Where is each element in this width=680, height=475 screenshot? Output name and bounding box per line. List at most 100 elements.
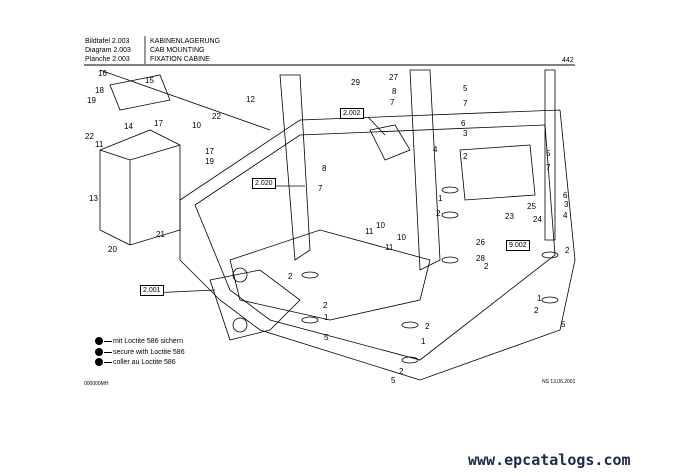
title-fr: FIXATION CABINE xyxy=(150,56,210,63)
legend-item: secure with Loctite 586 xyxy=(95,348,185,356)
page-number: 442 xyxy=(562,57,574,64)
callout: 5 xyxy=(463,84,468,93)
callout: 7 xyxy=(390,98,395,107)
callout: 1 xyxy=(537,294,542,303)
ref-box-2002[interactable]: 2.002 xyxy=(340,108,364,119)
callout: 7 xyxy=(546,163,551,172)
callout: 4 xyxy=(563,211,568,220)
ref-box-2001[interactable]: 2.001 xyxy=(140,285,164,296)
grille-panel xyxy=(459,144,536,201)
callout: 11 xyxy=(365,227,374,236)
callout: 25 xyxy=(527,202,536,211)
battery-box xyxy=(99,129,181,246)
callout: 24 xyxy=(533,215,542,224)
callout: 22 xyxy=(85,132,94,141)
callout: 10 xyxy=(376,221,385,230)
header-labels: Bildtafel 2.003 Diagram 2.003 Planche 2.… xyxy=(85,37,131,64)
footer-code: 000000MH xyxy=(84,381,109,387)
diagram-number: 2.003 xyxy=(112,56,130,63)
callout: 2 xyxy=(323,301,328,310)
callout: 5 xyxy=(391,376,396,385)
callout: 12 xyxy=(246,95,255,104)
label-bildtafel: Bildtafel xyxy=(85,38,110,45)
legend-text: secure with Loctite 586 xyxy=(113,348,185,356)
callout: 15 xyxy=(145,76,154,85)
callout: 6 xyxy=(461,119,466,128)
callout: 8 xyxy=(322,164,327,173)
callout: 3 xyxy=(463,129,468,138)
front-bracket xyxy=(209,269,301,341)
callout: 6 xyxy=(563,191,568,200)
callout: 3 xyxy=(564,200,569,209)
callout: 8 xyxy=(392,87,397,96)
loctite-icon xyxy=(95,348,103,356)
legend-item: coller au Loctite 586 xyxy=(95,358,176,366)
callout: 5 xyxy=(546,149,551,158)
ref-box-2020[interactable]: 2.020 xyxy=(252,178,276,189)
callout: 22 xyxy=(212,112,221,121)
callout: 20 xyxy=(108,245,117,254)
mount-hole xyxy=(232,267,248,283)
callout: 4 xyxy=(433,145,438,154)
callout: 1 xyxy=(438,194,443,203)
callout: 2 xyxy=(565,246,570,255)
callout: 5 xyxy=(561,320,566,329)
callout: 21 xyxy=(156,230,165,239)
callout: 17 xyxy=(154,119,163,128)
legend-text: mit Loctite 586 sichern xyxy=(113,337,184,345)
leader-2002 xyxy=(367,116,386,136)
callout: 7 xyxy=(463,99,468,108)
callout: 2 xyxy=(288,272,293,281)
callout: 10 xyxy=(397,233,406,242)
footer-date: NS 13.06.2001 xyxy=(542,379,576,385)
cab-pillars xyxy=(279,69,556,271)
legend-item: mit Loctite 586 sichern xyxy=(95,337,183,345)
callout: 13 xyxy=(89,194,98,203)
callout: 23 xyxy=(505,212,514,221)
mount-hole xyxy=(232,317,248,333)
loctite-icon xyxy=(95,358,103,366)
rubber-mounts xyxy=(301,186,559,364)
floor-plate xyxy=(229,229,431,321)
callout: 2 xyxy=(399,367,404,376)
label-planche: Planche xyxy=(85,56,111,63)
watermark[interactable]: www.epcatalogs.com xyxy=(468,451,631,469)
title-en: CAB MOUNTING xyxy=(150,47,205,54)
callout: 27 xyxy=(389,73,398,82)
header-titles: KABINENLAGERUNG CAB MOUNTING FIXATION CA… xyxy=(150,37,220,64)
callout: 11 xyxy=(95,140,104,149)
box-lid xyxy=(109,74,171,111)
callout: 2 xyxy=(436,209,441,218)
callout: 2 xyxy=(463,152,468,161)
callout: 19 xyxy=(87,96,96,105)
callout: 10 xyxy=(192,121,201,130)
callout: 14 xyxy=(124,122,133,131)
diagram-number: 2.003 xyxy=(113,47,131,54)
frame-outline xyxy=(179,109,576,381)
callout: 1 xyxy=(421,337,426,346)
leader-12 xyxy=(99,69,271,131)
frame-inner xyxy=(194,124,556,361)
callout: 11 xyxy=(385,243,394,252)
callout: 2 xyxy=(484,262,489,271)
legend-text: coller au Loctite 586 xyxy=(113,358,176,366)
label-diagram: Diagram xyxy=(85,47,112,54)
callout: 19 xyxy=(205,157,214,166)
callout: 28 xyxy=(476,254,485,263)
callout: 7 xyxy=(318,184,323,193)
cab-bracket xyxy=(369,124,411,161)
callout: 1 xyxy=(324,313,329,322)
callout: 18 xyxy=(95,86,104,95)
callout: 2 xyxy=(534,306,539,315)
callout: 5 xyxy=(324,333,329,342)
callout: 16 xyxy=(98,69,107,78)
callout: 17 xyxy=(205,147,214,156)
ref-box-9002[interactable]: 9.002 xyxy=(506,240,530,251)
callout: 26 xyxy=(476,238,485,247)
callout: 29 xyxy=(351,78,360,87)
diagram-number: 2.003 xyxy=(111,38,130,45)
callout: 2 xyxy=(425,322,430,331)
loctite-icon xyxy=(95,337,103,345)
